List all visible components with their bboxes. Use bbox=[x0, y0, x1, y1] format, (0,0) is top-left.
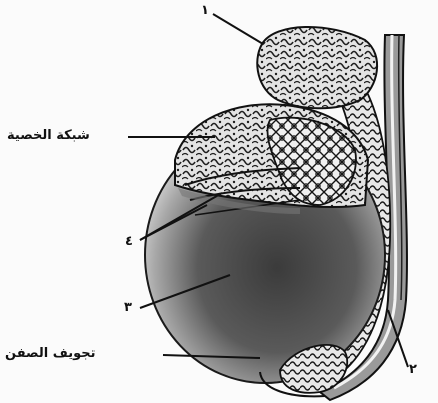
label-scrotal-cavity: تجويف الصفن bbox=[5, 346, 96, 361]
label-rete-testis: شبكة الخصية bbox=[7, 128, 90, 143]
epididymis-head bbox=[257, 27, 377, 108]
leader-line-top bbox=[213, 14, 263, 44]
label-marker-2: ٢ bbox=[409, 362, 417, 377]
label-marker-1: ١ bbox=[201, 3, 209, 18]
label-marker-3: ٣ bbox=[124, 300, 132, 315]
testis-body bbox=[145, 104, 385, 383]
label-marker-4: ٤ bbox=[125, 234, 133, 249]
